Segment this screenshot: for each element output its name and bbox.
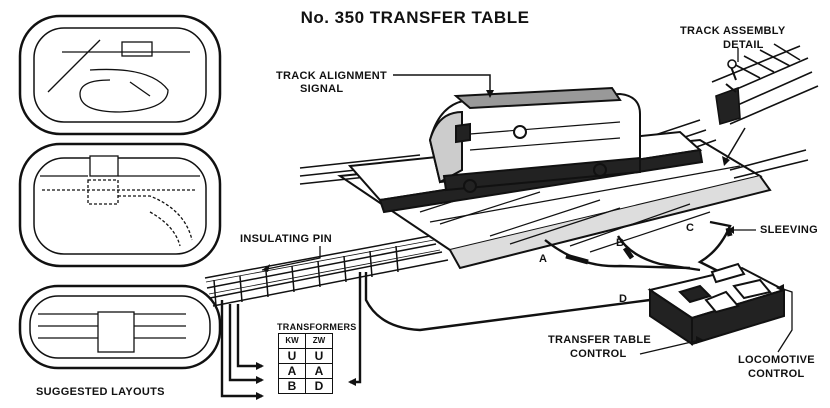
transformers-cell: A	[305, 363, 333, 379]
transformers-row: B D	[278, 378, 333, 394]
transformers-title: TRANSFORMERS	[277, 322, 357, 332]
transformers-cell: U	[305, 348, 333, 364]
insulating-pin-leader	[261, 246, 321, 271]
transformers-cell: B	[278, 378, 306, 394]
layout-2-frame	[18, 142, 222, 268]
wire-label-a: A	[539, 253, 548, 265]
insulating-pin-label: INSULATING PIN	[240, 233, 332, 245]
layout-3-frame	[18, 284, 222, 370]
wire-label-b: B	[616, 237, 625, 249]
layout-1-frame	[18, 14, 222, 136]
transformers-cell: D	[305, 378, 333, 394]
layout-2-tracks	[40, 155, 200, 247]
lower-track	[204, 235, 449, 307]
layout-1-inner	[33, 27, 207, 123]
layout-3-inner	[29, 295, 211, 359]
sleeving-label: SLEEVING	[760, 224, 819, 236]
locomotive-control-label-2: CONTROL	[748, 368, 805, 380]
locomotive-control-label-1: LOCOMOTIVE	[738, 354, 815, 366]
track-assembly-label-2: DETAIL	[723, 39, 764, 51]
sleeving-marks	[565, 227, 733, 265]
wire-label-c: C	[686, 222, 695, 234]
wire-label-d: D	[619, 293, 628, 305]
diagram-title: No. 350 TRANSFER TABLE	[300, 8, 530, 27]
transformers-row: U U	[278, 348, 333, 364]
layout-2-inner	[33, 157, 207, 255]
transformers-header-zw: ZW	[305, 333, 333, 349]
detail-leader	[725, 127, 746, 161]
control-unit	[647, 262, 787, 346]
layout-3-tracks	[38, 311, 186, 353]
track-assembly-label-1: TRACK ASSEMBLY	[680, 25, 786, 37]
track-assembly-detail	[711, 43, 819, 126]
track-alignment-label-1: TRACK ALIGNMENT	[276, 70, 388, 82]
signal-leader	[393, 74, 491, 96]
transformers-cell: U	[278, 348, 306, 364]
wiring	[220, 220, 732, 398]
locomotive	[428, 86, 641, 193]
transformers-header-kw: KW	[278, 333, 306, 349]
transformers-row: A A	[278, 363, 333, 379]
transformers-table: KW ZW U U A A B D	[278, 333, 333, 394]
layout-1-tracks	[47, 39, 190, 113]
track-alignment-label-2: SIGNAL	[300, 83, 344, 95]
transfer-table-control-label-2: CONTROL	[570, 348, 627, 360]
transformers-header-row: KW ZW	[278, 333, 333, 349]
suggested-layouts-label: SUGGESTED LAYOUTS	[36, 386, 165, 398]
transfer-table-control-label-1: TRANSFER TABLE	[548, 334, 651, 346]
transformers-cell: A	[278, 363, 306, 379]
